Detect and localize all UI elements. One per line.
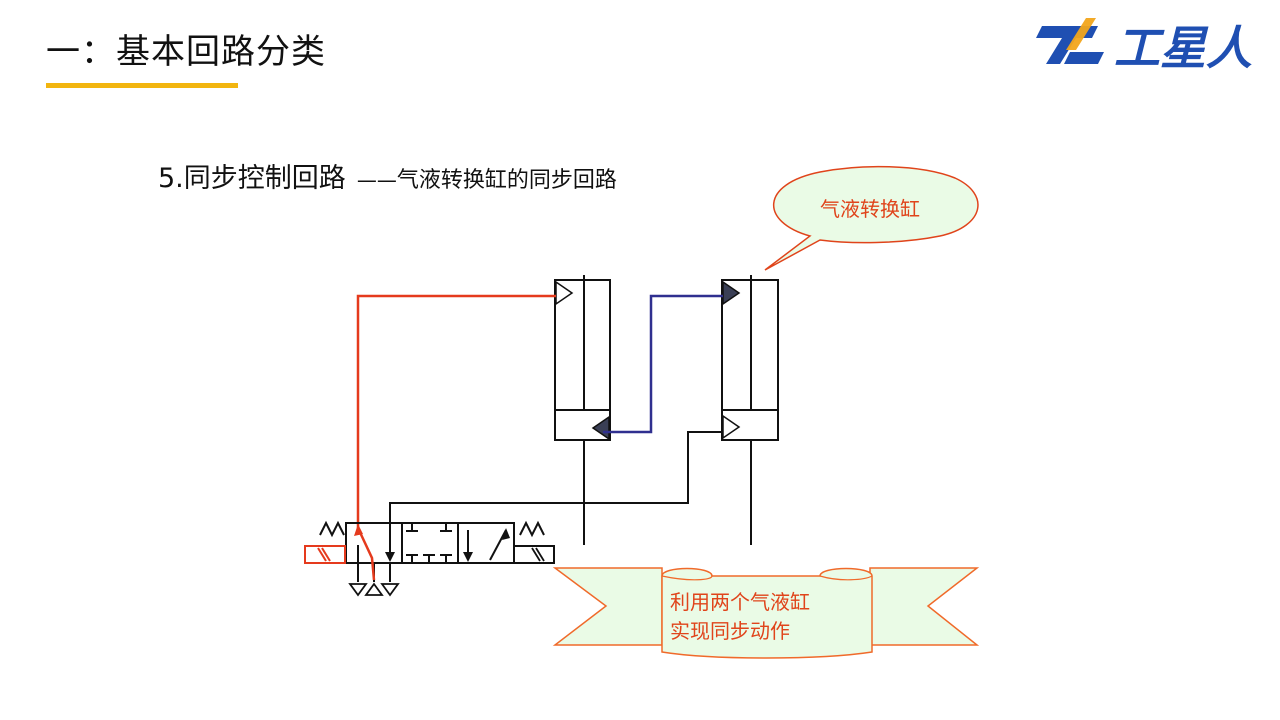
- solenoid-right-icon: [531, 547, 545, 562]
- arrowhead: [502, 528, 510, 540]
- title-underline: [46, 83, 238, 88]
- air-line: [356, 294, 556, 535]
- port-triangle: [722, 414, 741, 440]
- solenoid-left-icon: [304, 545, 346, 564]
- exhaust-triangle: [380, 583, 400, 597]
- directional-valve: [319, 520, 555, 582]
- banner-line-2: 实现同步动作: [670, 619, 790, 643]
- banner-text: 利用两个气液缸 实现同步动作: [670, 588, 810, 646]
- air-flow-arrow: [354, 524, 363, 536]
- cylinder-left: [554, 275, 611, 545]
- section-heading-main: 5.同步控制回路: [158, 163, 346, 194]
- pipe-line: [389, 431, 723, 548]
- air-flow-in-valve: [356, 527, 376, 581]
- banner-ribbon: [552, 567, 980, 659]
- company-logo: 工星人: [1036, 14, 1268, 76]
- logo-text: 工星人: [1114, 21, 1252, 75]
- callout-text: 气液转换缸: [820, 197, 920, 221]
- callout-bubble: [764, 165, 979, 271]
- exhaust-triangle: [364, 582, 384, 596]
- exhaust-triangle: [348, 583, 368, 597]
- oil-line: [603, 294, 723, 434]
- banner-line-1: 利用两个气液缸: [670, 590, 810, 614]
- port-triangle: [722, 280, 741, 306]
- port-triangle: [555, 280, 574, 306]
- arrowhead: [463, 552, 473, 562]
- cylinder-right: [721, 275, 779, 545]
- port-triangle: [591, 415, 610, 441]
- section-heading-dash: ——: [356, 168, 397, 192]
- arrowhead: [385, 552, 395, 562]
- page-title: 一：基本回路分类: [46, 32, 326, 72]
- logo-mark-icon: [1036, 18, 1104, 64]
- section-subheading: 气液转换缸的同步回路: [396, 168, 617, 193]
- section-heading: 5.同步控制回路 ——气液转换缸的同步回路: [158, 156, 617, 195]
